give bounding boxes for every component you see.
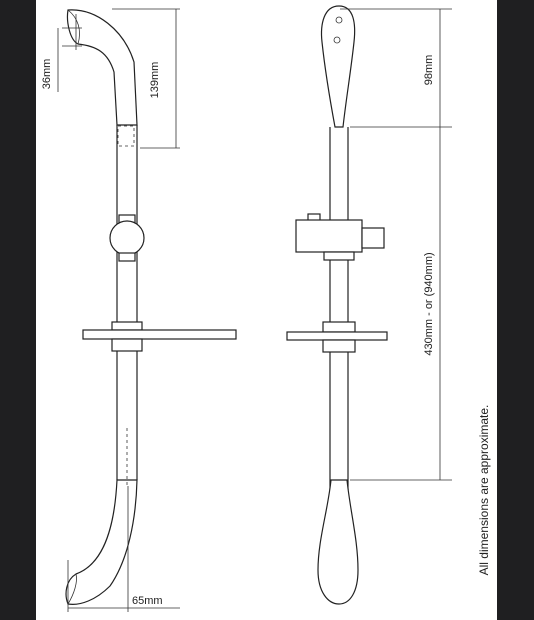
top-bracket-flange: [67, 9, 80, 45]
soap-dish-collar-front-bottom: [322, 339, 356, 353]
soap-dish: [82, 329, 237, 340]
top-bracket: [66, 9, 138, 126]
slider-body: [295, 219, 363, 253]
bottom-bracket-flange: [67, 573, 77, 605]
handset-holder: [361, 227, 385, 249]
side-view: [65, 9, 237, 605]
approximate-note: All dimensions are approximate.: [477, 405, 491, 576]
side-view-dimensions: 139mm 36mm 65mm: [41, 8, 180, 612]
soap-dish-collar-top: [111, 321, 143, 331]
soap-dish-collar-front-top: [322, 321, 356, 333]
slider-knob: [109, 220, 145, 256]
slider-collar-front: [323, 251, 355, 261]
dim-36-label: 36mm: [41, 59, 53, 90]
fixing-hole-lower: [333, 36, 341, 44]
left-border: [0, 0, 36, 620]
dim-65-label: 65mm: [132, 595, 163, 607]
soap-dish-front: [286, 331, 388, 341]
dim-98-label: 98mm: [423, 55, 435, 86]
soap-dish-collar-bottom: [111, 338, 143, 352]
top-fixing-hidden: [117, 125, 135, 147]
fixing-hole-upper: [335, 16, 343, 24]
front-view: [286, 5, 388, 605]
right-border: [497, 0, 534, 620]
top-handset-bracket: [320, 5, 356, 128]
bottom-bracket: [65, 479, 138, 605]
slider-collar-lower: [118, 252, 136, 262]
front-view-dimensions: 98mm 430mm - or (940mm): [340, 8, 452, 481]
dim-139-label: 139mm: [149, 62, 161, 99]
dim-430-label: 430mm - or (940mm): [423, 252, 435, 355]
bottom-handset-bracket: [317, 479, 359, 605]
